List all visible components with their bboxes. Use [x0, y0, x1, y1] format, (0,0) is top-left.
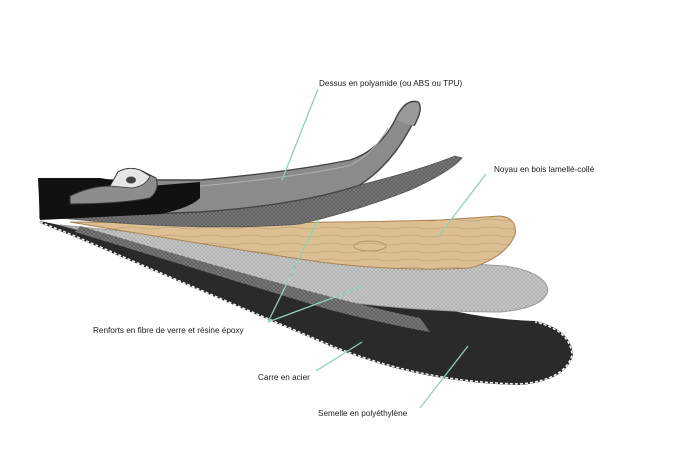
leader-reinforcement-b [267, 286, 363, 323]
top-sheet-highlight [199, 127, 389, 187]
label-wood-core: Noyau en bois lamellé-collé [494, 165, 595, 174]
ski-tip [394, 100, 421, 127]
steel-edge [39, 221, 573, 385]
fiberglass-dark-strip [75, 226, 430, 332]
label-top-sheet: Dessus en polyamide (ou ABS ou TPU) [319, 79, 462, 88]
leader-top-sheet [281, 88, 319, 181]
binding-bolt [126, 176, 136, 184]
leader-steel-edge [315, 341, 363, 372]
label-reinforcement: Renforts en fibre de verre et résine épo… [93, 326, 245, 335]
label-steel-edge: Carre en acier [258, 373, 310, 382]
leader-lines [267, 88, 487, 409]
leader-base [419, 345, 469, 409]
label-base: Semelle en polyéthylène [318, 409, 408, 418]
leader-reinforcement-a [267, 219, 319, 323]
leader-wood-core [436, 173, 487, 239]
wood-knot [353, 240, 387, 252]
